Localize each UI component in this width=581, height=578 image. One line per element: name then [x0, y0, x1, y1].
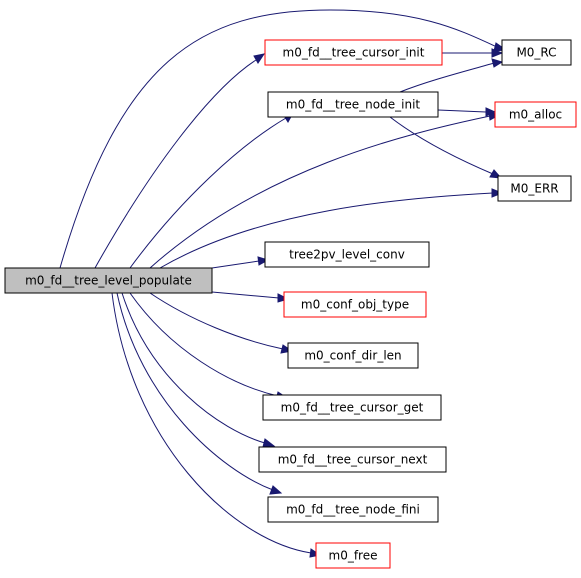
edge-arrowhead: [262, 438, 276, 448]
node-label: m0_free: [329, 549, 378, 563]
edge-root-to-cursor_next: [121, 292, 276, 448]
node-box: [264, 241, 430, 268]
edge-line: [211, 260, 260, 269]
node-node-init[interactable]: m0_fd__tree_node_init: [267, 91, 439, 118]
node-box: [497, 175, 572, 202]
node-box: [494, 101, 577, 128]
node-cursor-get[interactable]: m0_fd__tree_cursor_get: [262, 394, 442, 421]
node-label: m0_fd__tree_level_populate: [25, 274, 192, 288]
edge-root-to-cursor_init: [94, 53, 266, 269]
edge-arrowhead: [253, 53, 266, 64]
node-label: m0_conf_obj_type: [301, 298, 409, 312]
node-label: m0_alloc: [509, 108, 562, 122]
edge-line: [116, 292, 274, 491]
node-m0-err[interactable]: M0_ERR: [497, 175, 572, 202]
edge-line: [399, 62, 495, 93]
node-box: [283, 291, 427, 318]
node-m0-free[interactable]: m0_free: [315, 542, 391, 569]
node-box: [267, 496, 439, 523]
node-label: tree2pv_level_conv: [289, 248, 405, 262]
node-box: [258, 446, 447, 473]
edge-line: [159, 192, 494, 269]
root-node[interactable]: m0_fd__tree_level_populate: [4, 267, 213, 294]
node-label: m0_fd__tree_cursor_init: [283, 46, 425, 60]
edge-line: [149, 115, 491, 269]
node-label: M0_RC: [516, 46, 556, 60]
node-tree2pv[interactable]: tree2pv_level_conv: [264, 241, 430, 268]
node-label: m0_fd__tree_cursor_get: [281, 401, 424, 415]
node-box: [287, 342, 419, 369]
edge-root-to-node_fini: [116, 292, 283, 495]
edge-arrowhead: [485, 107, 497, 117]
node-m0-alloc[interactable]: m0_alloc: [494, 101, 577, 128]
edge-arrowhead: [257, 256, 270, 266]
node-cursor-init[interactable]: m0_fd__tree_cursor_init: [264, 39, 443, 66]
node-box: [4, 267, 213, 294]
edge-root-to-tree2pv: [211, 256, 270, 269]
node-cursor-next[interactable]: m0_fd__tree_cursor_next: [258, 446, 447, 473]
edge-line: [211, 291, 280, 299]
edge-root-to-obj_type: [211, 291, 290, 303]
edge-cursor_init-to-m0_rc: [442, 48, 504, 58]
edges-layer: [59, 9, 508, 558]
edge-line: [149, 292, 284, 350]
edge-line: [437, 109, 487, 113]
nodes-layer: m0_fd__tree_level_populate m0_fd__tree_cu…: [4, 39, 577, 569]
node-m0-rc[interactable]: M0_RC: [501, 39, 572, 66]
node-box: [264, 39, 443, 66]
edge-line: [121, 292, 266, 444]
edge-line: [94, 59, 257, 269]
node-label: m0_fd__tree_node_fini: [286, 503, 420, 517]
node-label: m0_fd__tree_node_init: [286, 98, 421, 112]
node-dir-len[interactable]: m0_conf_dir_len: [287, 342, 419, 369]
edge-arrowhead: [491, 188, 504, 198]
edge-line: [59, 9, 498, 269]
edge-arrowhead: [491, 58, 504, 68]
edge-arrowhead: [491, 48, 504, 58]
node-box: [262, 394, 442, 421]
edge-line: [129, 117, 287, 269]
edge-root-to-dir_len: [149, 292, 294, 354]
node-label: m0_conf_dir_len: [304, 349, 401, 363]
node-box: [315, 542, 391, 569]
node-label: M0_ERR: [510, 182, 558, 196]
edge-arrowhead: [269, 485, 283, 495]
edge-line: [129, 292, 279, 397]
node-node-fini[interactable]: m0_fd__tree_node_fini: [267, 496, 439, 523]
node-box: [267, 91, 439, 118]
node-box: [501, 39, 572, 66]
edge-line: [389, 116, 494, 175]
edge-arrowhead: [277, 293, 290, 303]
node-label: m0_fd__tree_cursor_next: [278, 453, 428, 467]
edge-root-to-m0_err: [159, 188, 504, 269]
edge-node_init-to-m0_rc: [399, 58, 504, 93]
edge-line: [111, 292, 312, 554]
node-obj-type[interactable]: m0_conf_obj_type: [283, 291, 427, 318]
edge-node_init-to-m0_alloc: [437, 107, 497, 117]
